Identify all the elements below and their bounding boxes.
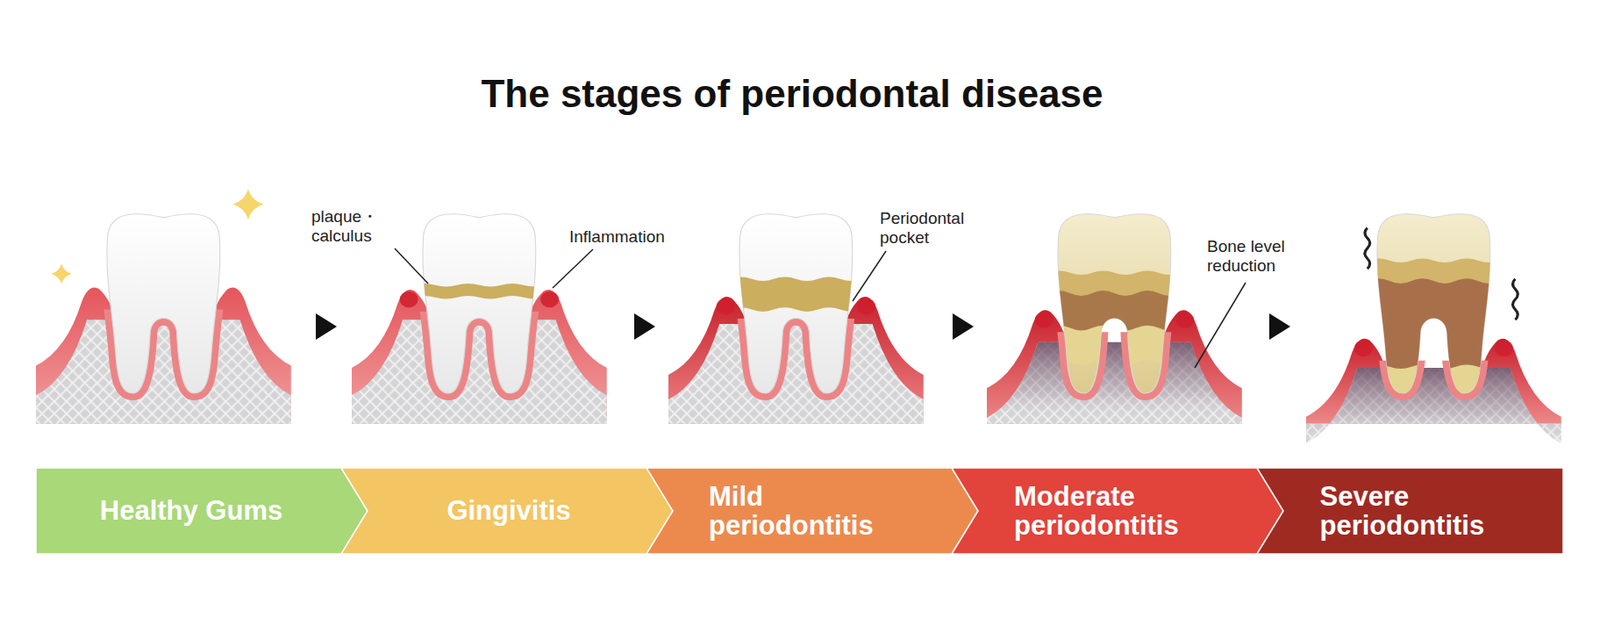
bone <box>351 319 608 424</box>
stage-chevron: Mild periodontitis <box>646 467 979 554</box>
leader-line <box>394 248 429 284</box>
bone <box>35 319 292 424</box>
leader-line <box>1194 282 1246 368</box>
stage-name: Healthy Gums <box>100 495 283 525</box>
bone-loss-shade <box>986 342 1243 424</box>
step-arrow <box>634 313 656 340</box>
leader-line <box>552 249 593 288</box>
inflamed-gum <box>1175 311 1194 329</box>
inflamed-gum <box>400 291 419 308</box>
socket <box>739 318 853 393</box>
step-arrow <box>952 313 974 340</box>
callout-label: Periodontal pocket <box>879 208 984 248</box>
tooth <box>107 214 221 393</box>
tooth-panel <box>35 188 292 423</box>
wobble-mark <box>1364 228 1371 270</box>
stage-name: Moderate periodontitis <box>1014 481 1225 541</box>
step-arrow <box>315 313 337 340</box>
leader-line <box>852 250 886 301</box>
inflamed-gum <box>1494 339 1514 357</box>
deposits <box>1048 270 1181 365</box>
deposits <box>413 283 546 299</box>
gum <box>986 309 1243 424</box>
inflamed-gum <box>1354 339 1373 357</box>
stage-chevron: Severe periodontitis <box>1257 467 1564 554</box>
bone <box>986 342 1243 424</box>
tooth <box>422 214 536 393</box>
wobble-mark <box>1513 278 1519 321</box>
socket <box>422 311 536 393</box>
stage-chevron: Healthy Gums <box>35 467 368 554</box>
bone <box>1306 367 1562 443</box>
step-arrow <box>1269 313 1291 340</box>
callout-label: Bone level reduction <box>1207 236 1313 276</box>
tooth-panel <box>1306 214 1562 443</box>
deposits <box>729 276 863 312</box>
deposits <box>1367 257 1500 400</box>
title: The stages of periodontal disease <box>0 71 1585 116</box>
callout-label: plaque・calculus <box>311 207 391 246</box>
callout-label: Inflammation <box>569 227 710 247</box>
stage-name: Gingivitis <box>446 495 571 525</box>
stage-name: Mild periodontitis <box>708 481 920 541</box>
tooth-panel <box>986 214 1243 424</box>
bone-loss-shade <box>1306 367 1562 443</box>
tooth-panel <box>351 214 608 424</box>
sparkle <box>50 263 72 284</box>
stage-chevron: Gingivitis <box>341 467 673 554</box>
inflamed-gum <box>540 291 559 308</box>
inflamed-gum <box>1035 311 1054 329</box>
socket <box>107 309 221 393</box>
stage-name: Severe periodontitis <box>1320 481 1531 541</box>
stage-chevron: Moderate periodontitis <box>951 467 1284 554</box>
bone <box>668 323 924 424</box>
inflamed-gum <box>716 298 736 315</box>
sparkle <box>232 188 264 220</box>
inflamed-gum <box>857 298 876 315</box>
